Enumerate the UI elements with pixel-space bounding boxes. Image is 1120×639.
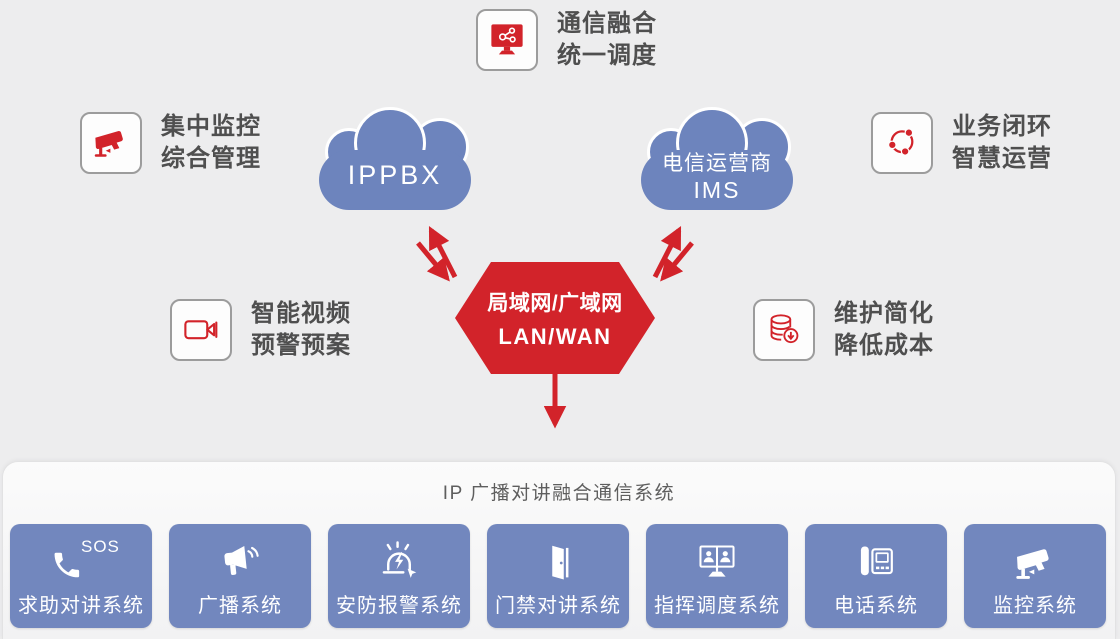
panel-title: IP 广播对讲融合通信系统 [442, 483, 676, 504]
feature-line: 集中监控 [161, 113, 261, 140]
system-telephone: 电话系统 [805, 524, 947, 628]
alarm-siren-icon [328, 532, 470, 594]
database-download-icon [753, 299, 815, 361]
system-help-intercom: SOS 求助对讲系统 [10, 524, 152, 628]
feature-line: 智慧运营 [952, 145, 1052, 172]
feature-line: 通信融合 [557, 10, 657, 37]
feature-label: 维护简化 降低成本 [834, 298, 934, 362]
cloud-line: 电信运营商 [662, 152, 772, 175]
feature-line: 综合管理 [161, 145, 261, 172]
arrow-ims-to-hex [660, 241, 694, 282]
arrow-hex-to-ims [652, 225, 682, 279]
dispatch-monitor-icon [646, 532, 788, 594]
systems-row: SOS 求助对讲系统 广播系统 [10, 524, 1106, 628]
system-label: 门禁对讲系统 [495, 595, 621, 617]
cloud-body [641, 150, 793, 210]
feature-central-monitoring: 集中监控 综合管理 [80, 111, 261, 175]
hexagon-line: LAN/WAN [498, 323, 612, 349]
system-label: 监控系统 [993, 595, 1077, 617]
feature-line: 业务闭环 [952, 113, 1052, 140]
feature-line: 降低成本 [834, 332, 934, 359]
system-label: 求助对讲系统 [18, 595, 144, 617]
feature-line: 智能视频 [251, 300, 351, 327]
feature-label: 业务闭环 智慧运营 [952, 111, 1052, 175]
feature-label: 智能视频 预警预案 [251, 298, 351, 362]
system-label: 广播系统 [198, 595, 282, 617]
feature-closed-loop: 业务闭环 智慧运营 [871, 111, 1052, 175]
feature-label: 集中监控 综合管理 [161, 111, 261, 175]
system-command-dispatch: 指挥调度系统 [646, 524, 788, 628]
desk-phone-icon [805, 532, 947, 594]
system-label: 指挥调度系统 [654, 595, 780, 617]
cloud-label: IPPBX [319, 160, 471, 191]
arrow-hex-to-ippbx [428, 225, 458, 279]
hexagon-line: 局域网/广域网 [487, 291, 623, 315]
arrow-ippbx-to-hex [416, 241, 450, 282]
system-door-intercom: 门禁对讲系统 [487, 524, 629, 628]
cctv-camera-icon [964, 532, 1106, 594]
cloud-telecom-ims: 电信运营商 IMS [641, 106, 793, 210]
cloud-line: IPPBX [347, 160, 443, 190]
lan-wan-hexagon: 局域网/广域网 LAN/WAN [455, 262, 655, 374]
feature-line: 统一调度 [557, 42, 657, 69]
system-broadcast: 广播系统 [169, 524, 311, 628]
megaphone-icon [169, 532, 311, 594]
feature-smart-video: 智能视频 预警预案 [170, 298, 351, 362]
feature-unified-dispatch: 通信融合 统一调度 [476, 8, 657, 72]
feature-label: 通信融合 统一调度 [557, 8, 657, 72]
cloud-ippbx: IPPBX [319, 106, 471, 210]
cycle-nodes-icon [871, 112, 933, 174]
feature-line: 维护简化 [834, 300, 934, 327]
sos-badge: SOS [81, 537, 120, 556]
feature-line: 预警预案 [251, 332, 351, 359]
feature-low-cost: 维护简化 降低成本 [753, 298, 934, 362]
system-security-alarm: 安防报警系统 [328, 524, 470, 628]
cloud-label: 电信运营商 IMS [641, 150, 793, 204]
phone-handset-icon: SOS [10, 532, 152, 594]
system-monitoring: 监控系统 [964, 524, 1106, 628]
systems-panel: IP 广播对讲融合通信系统 SOS 求助对讲系统 [2, 461, 1116, 639]
system-label: 电话系统 [834, 595, 918, 617]
system-label: 安防报警系统 [336, 595, 462, 617]
monitor-share-icon [476, 9, 538, 71]
cloud-body [319, 150, 471, 210]
cctv-camera-icon [80, 112, 142, 174]
cloud-line: IMS [693, 177, 741, 203]
video-camera-icon [170, 299, 232, 361]
door-icon [487, 532, 629, 594]
